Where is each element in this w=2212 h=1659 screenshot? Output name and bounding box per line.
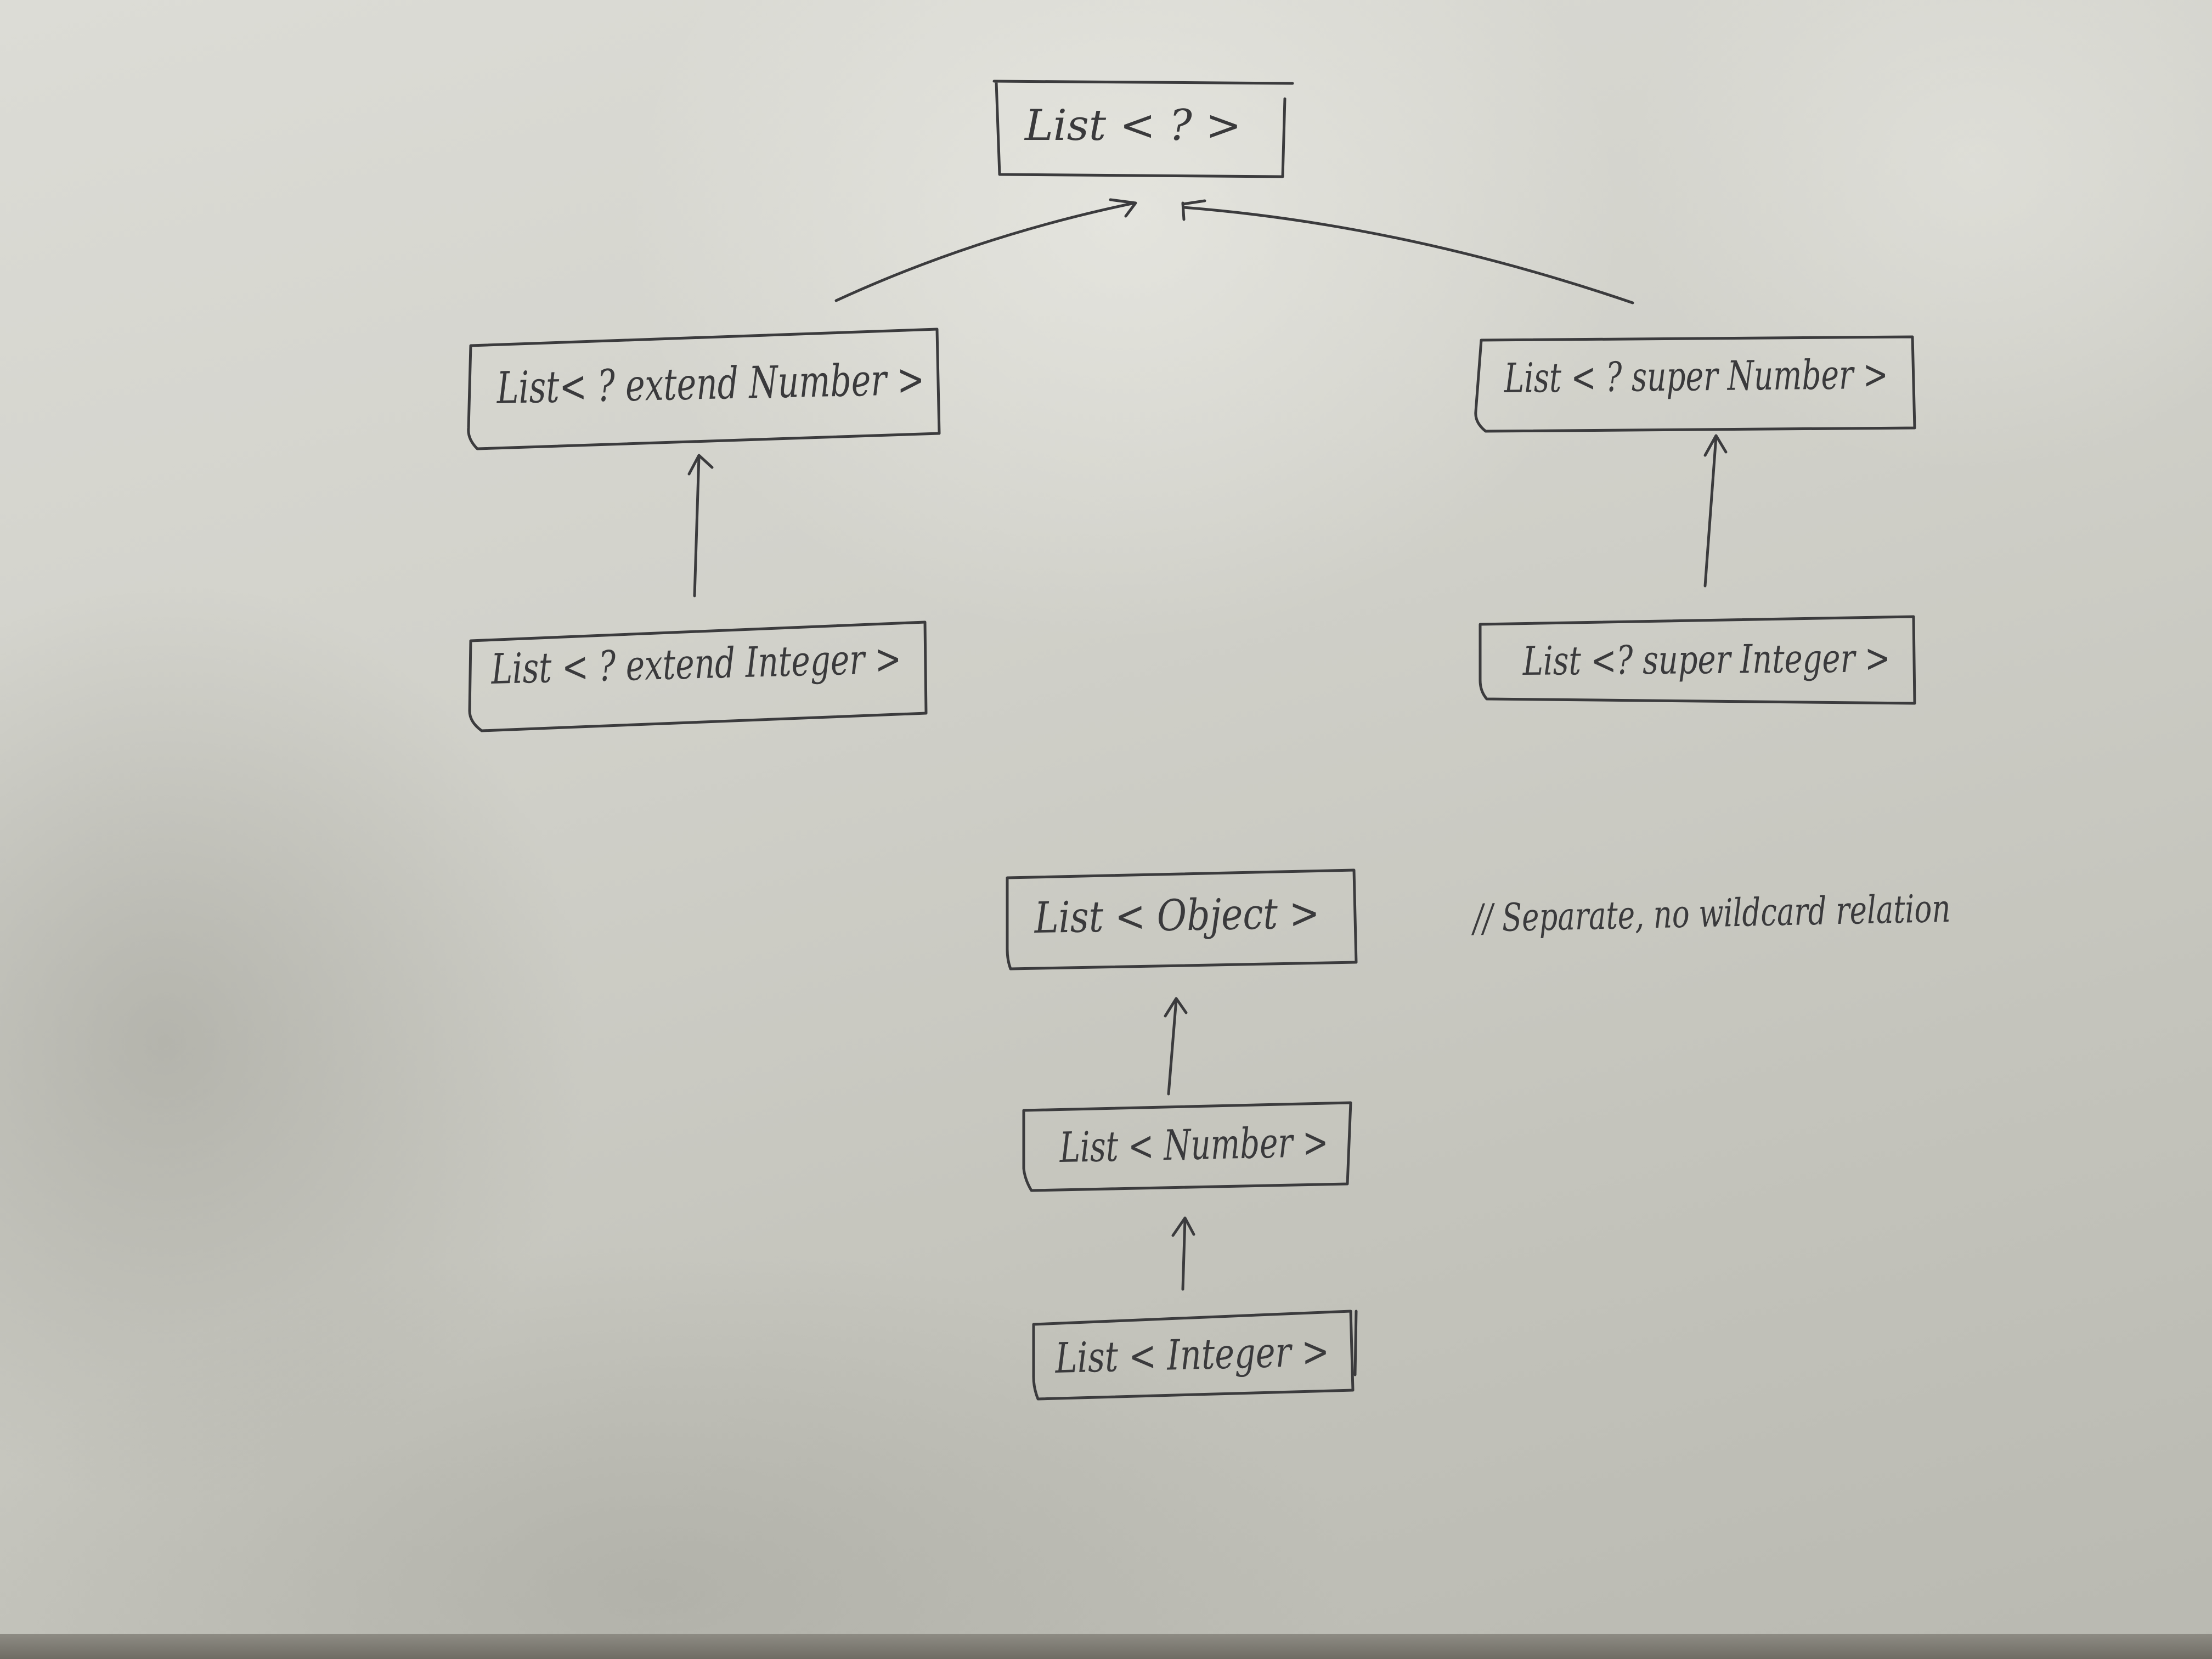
node-label: List < ? super Number > [1503, 351, 1888, 402]
node-list-super-number: List < ? super Number > [1474, 335, 1916, 433]
node-box [1474, 335, 1916, 433]
node-box [468, 620, 928, 732]
node-box [992, 80, 1294, 178]
node-list-number: List < Number > [1022, 1101, 1352, 1192]
node-label: List < ? > [1024, 101, 1242, 150]
node-list-object: List < Object > [1006, 868, 1358, 970]
node-box [1032, 1310, 1355, 1401]
node-label: List < Number > [1058, 1118, 1329, 1172]
node-list-extend-integer: List < ? extend Integer > [468, 620, 928, 732]
node-list-wildcard: List < ? > [992, 80, 1294, 178]
edge-super-number-to-wildcard [1181, 199, 1634, 304]
node-label: List < Object > [1033, 889, 1320, 943]
node-list-integer: List < Integer > [1032, 1310, 1358, 1401]
node-label: List< ? extend Number > [495, 354, 925, 414]
separate-note: // Separate, no wildcard relation [1470, 886, 1951, 941]
node-box [1006, 868, 1358, 970]
edge-number-to-object [1164, 997, 1188, 1096]
edge-super-integer-to-super-number [1703, 434, 1728, 588]
node-label: List <? super Integer > [1522, 635, 1891, 684]
node-box [1022, 1101, 1352, 1192]
node-list-extend-number: List< ? extend Number > [467, 328, 941, 450]
node-box-tick [1353, 1310, 1358, 1376]
node-box [1479, 615, 1916, 705]
node-label: List < Integer > [1054, 1327, 1330, 1383]
edge-extend-number-to-wildcard [834, 198, 1137, 302]
node-box [467, 328, 941, 450]
node-list-super-integer: List <? super Integer > [1479, 615, 1916, 705]
edge-extend-integer-to-extend-number [687, 454, 714, 597]
node-label: List < ? extend Integer > [490, 634, 902, 693]
edge-integer-to-number [1171, 1216, 1195, 1291]
table-edge [0, 1634, 2212, 1659]
